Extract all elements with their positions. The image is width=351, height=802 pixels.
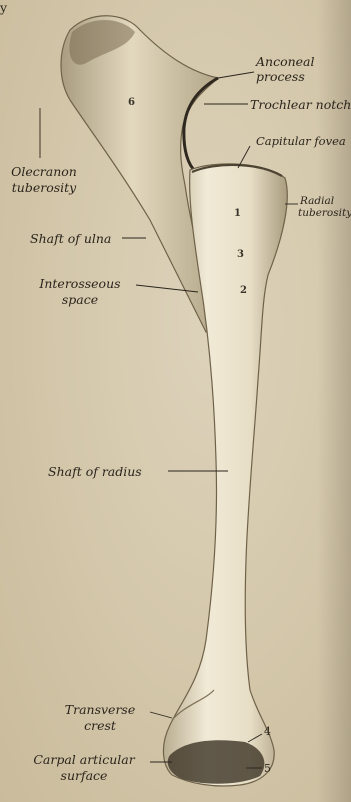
number-4: 4 [264, 725, 271, 738]
number-2: 2 [240, 285, 247, 296]
label-interosseous-2: space [30, 292, 130, 307]
leader-transverse [150, 712, 172, 718]
label-carpal-2: surface [18, 768, 150, 783]
label-carpal-1: Carpal articular [18, 752, 150, 767]
label-radial-2: tuberosity [298, 207, 351, 219]
label-transverse-1: Transverse [50, 702, 150, 717]
number-5: 5 [264, 762, 271, 775]
label-interosseous-1: Interosseous [30, 276, 130, 291]
label-radial-1: Radial [300, 195, 334, 207]
label-trochlear-notch: Trochlear notch [250, 97, 351, 112]
label-transverse-2: crest [50, 718, 150, 733]
corner-text: y [0, 0, 7, 15]
label-anconeal-2: process [256, 69, 305, 84]
leader-anconeal [218, 72, 254, 78]
number-6: 6 [128, 97, 135, 108]
label-shaft-radius: Shaft of radius [48, 464, 142, 479]
label-capitular-fovea: Capitular fovea [256, 134, 346, 149]
label-shaft-ulna: Shaft of ulna [30, 231, 111, 246]
number-1: 1 [234, 208, 241, 219]
label-anconeal-1: Anconeal [256, 54, 315, 69]
number-3: 3 [237, 249, 244, 260]
label-olecranon-1: Olecranon [4, 164, 84, 179]
label-olecranon-2: tuberosity [4, 180, 84, 195]
